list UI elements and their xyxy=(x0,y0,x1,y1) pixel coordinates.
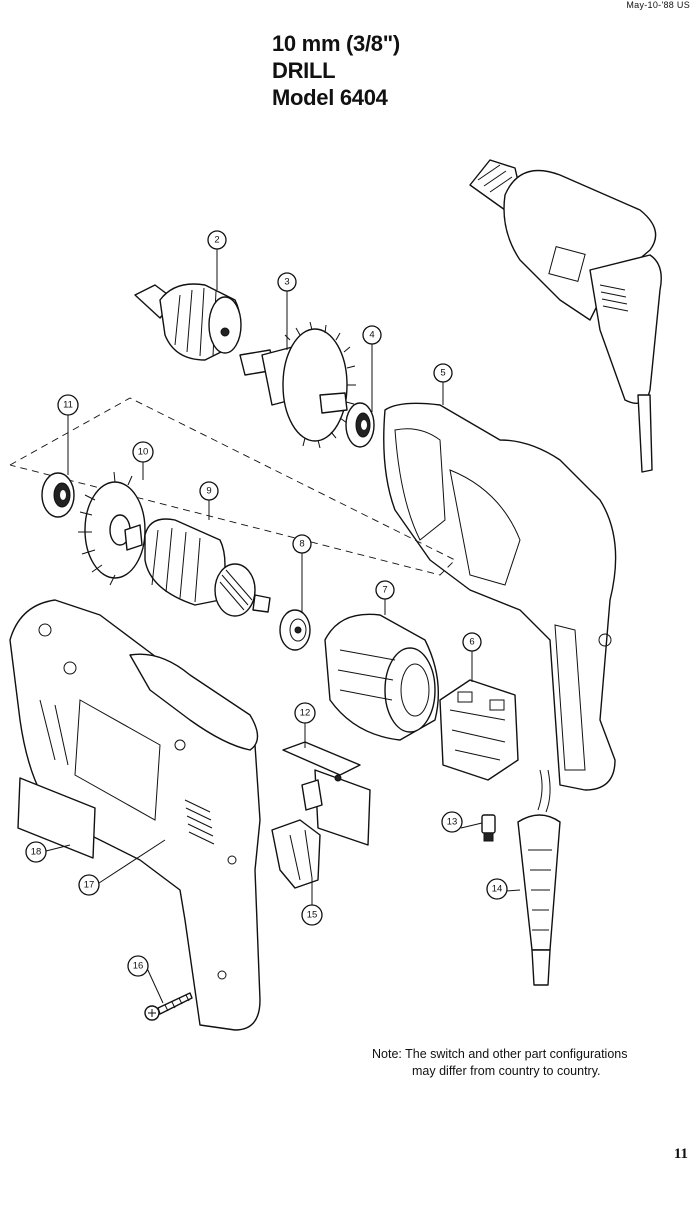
part-11-bearing xyxy=(41,472,75,518)
svg-text:11: 11 xyxy=(63,400,73,411)
svg-text:6: 6 xyxy=(469,637,474,648)
callout-14: 14 xyxy=(486,878,508,900)
svg-text:14: 14 xyxy=(492,884,503,895)
part-6-brush-holder xyxy=(439,679,519,781)
title-tool: DRILL xyxy=(272,58,336,83)
callout-17: 17 xyxy=(78,874,100,896)
part-16-screw xyxy=(144,992,193,1021)
part-13-carbon-brush xyxy=(481,814,496,842)
part-4-bearing xyxy=(345,402,375,448)
callout-16: 16 xyxy=(127,955,149,977)
callout-15: 15 xyxy=(301,904,323,926)
part-15-cord-clamp xyxy=(271,819,321,889)
callout-7: 7 xyxy=(375,580,395,600)
svg-text:10: 10 xyxy=(138,447,149,458)
callout-4: 4 xyxy=(362,325,382,345)
callout-10: 10 xyxy=(132,441,154,463)
part-5-housing xyxy=(383,402,617,791)
part-10-fan xyxy=(78,471,146,586)
svg-text:7: 7 xyxy=(382,585,387,596)
assembled-drill-illustration xyxy=(469,159,662,473)
callout-18: 18 xyxy=(25,841,47,863)
svg-text:4: 4 xyxy=(369,330,374,341)
part-7-field xyxy=(324,613,439,741)
part-8-bearing xyxy=(279,609,311,651)
callout-6: 6 xyxy=(462,632,482,652)
callout-2: 2 xyxy=(207,230,227,250)
svg-text:2: 2 xyxy=(214,235,219,246)
configuration-note: Note: The switch and other part configur… xyxy=(372,1046,627,1080)
svg-text:3: 3 xyxy=(284,277,289,288)
date-code: May-10-'88 US xyxy=(626,0,690,10)
part-3-spindle-gear xyxy=(239,321,356,449)
callout-13: 13 xyxy=(441,811,463,833)
svg-text:5: 5 xyxy=(440,368,445,379)
svg-text:12: 12 xyxy=(300,708,311,719)
svg-text:13: 13 xyxy=(447,817,458,828)
callout-9: 9 xyxy=(199,481,219,501)
part-9-armature xyxy=(124,518,271,617)
svg-text:16: 16 xyxy=(133,961,144,972)
svg-text:15: 15 xyxy=(307,910,318,921)
note-line-2: may differ from country to country. xyxy=(412,1064,601,1078)
part-12-switch xyxy=(282,741,371,846)
callout-3: 3 xyxy=(277,272,297,292)
callout-12: 12 xyxy=(294,702,316,724)
note-line-1: Note: The switch and other part configur… xyxy=(372,1047,628,1061)
part-14-strain-relief xyxy=(517,769,561,986)
title-size: 10 mm (3/8") xyxy=(272,31,400,56)
title-model: Model 6404 xyxy=(272,85,388,110)
part-2-chuck xyxy=(134,283,242,361)
leader-lines xyxy=(45,248,521,1004)
callout-8: 8 xyxy=(292,534,312,554)
page-title: 10 mm (3/8") DRILL Model 6404 xyxy=(272,30,400,111)
svg-text:8: 8 xyxy=(299,539,304,550)
page-number: 11 xyxy=(673,1146,688,1162)
part-18-nameplate xyxy=(17,777,96,859)
svg-text:9: 9 xyxy=(206,486,211,497)
svg-text:17: 17 xyxy=(84,880,95,891)
svg-text:18: 18 xyxy=(31,847,42,858)
callout-11: 11 xyxy=(57,394,79,416)
callout-5: 5 xyxy=(433,363,453,383)
